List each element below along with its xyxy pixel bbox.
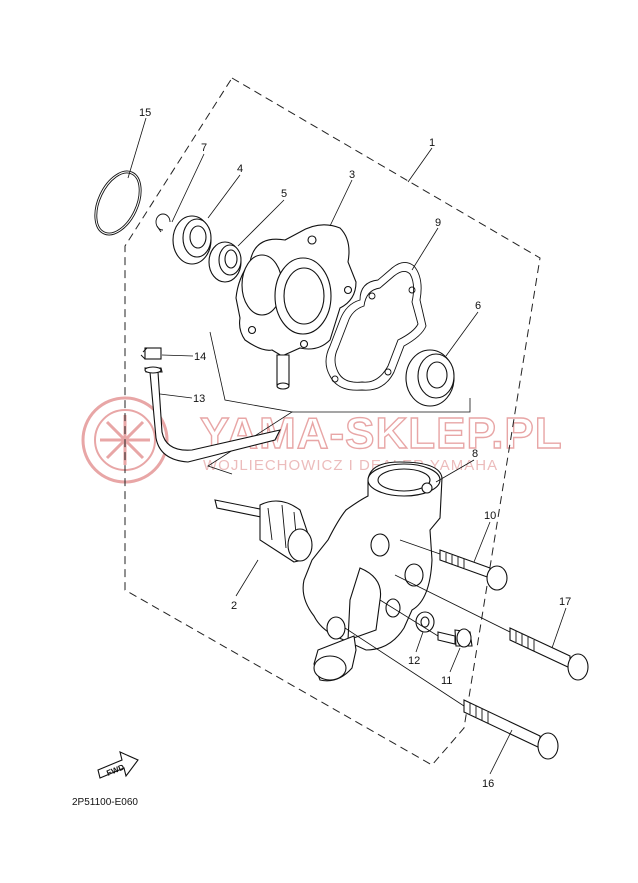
bolt-part-17 xyxy=(509,627,589,681)
washer-part-12 xyxy=(415,611,435,633)
callout-6: 6 xyxy=(475,300,481,312)
mechanical-seal-part-6 xyxy=(405,349,455,407)
circlip-part-7 xyxy=(155,213,171,233)
diagram-code: 2P51100-E060 xyxy=(72,797,138,808)
gasket-reference-line xyxy=(292,398,471,413)
callout-15: 15 xyxy=(139,107,151,119)
housing-cover-part-3 xyxy=(235,224,357,390)
pump-body-part-8 xyxy=(302,461,443,682)
callout-10: 10 xyxy=(484,510,496,522)
o-ring-part-15 xyxy=(94,170,142,236)
watermark-main-text: YAMA-SKLEP.PL xyxy=(200,409,563,458)
impeller-shaft-part-2 xyxy=(214,499,313,563)
callout-13: 13 xyxy=(193,393,205,405)
hose-part-13 xyxy=(144,366,282,463)
callout-8: 8 xyxy=(472,448,478,460)
callout-4: 4 xyxy=(237,163,243,175)
bolt-axis-lines xyxy=(344,539,511,707)
fwd-arrow-icon: FWD xyxy=(97,751,139,779)
callout-1: 1 xyxy=(429,137,435,149)
bolt-part-11 xyxy=(437,628,473,648)
fwd-label: FWD xyxy=(105,763,125,778)
callout-16: 16 xyxy=(482,778,494,790)
callout-7: 7 xyxy=(201,142,207,154)
callout-11: 11 xyxy=(441,675,452,687)
callout-14: 14 xyxy=(194,351,206,363)
callout-9: 9 xyxy=(435,217,441,229)
leader-lines xyxy=(127,117,567,775)
callout-17: 17 xyxy=(559,596,571,608)
hose-clamp-part-14 xyxy=(140,347,162,360)
gasket-part-9 xyxy=(325,262,427,391)
callout-2: 2 xyxy=(231,600,237,612)
callout-3: 3 xyxy=(349,169,355,181)
assembly-boundary xyxy=(124,77,541,766)
callout-12: 12 xyxy=(408,655,420,667)
bearing-part-4 xyxy=(172,215,212,265)
callout-numbers: 15 7 4 5 3 1 9 6 14 13 8 10 2 17 12 11 1… xyxy=(139,107,571,790)
callout-5: 5 xyxy=(281,188,287,200)
bolt-part-16 xyxy=(463,699,559,760)
oil-seal-part-5 xyxy=(208,241,242,283)
bolt-part-10 xyxy=(439,549,508,591)
